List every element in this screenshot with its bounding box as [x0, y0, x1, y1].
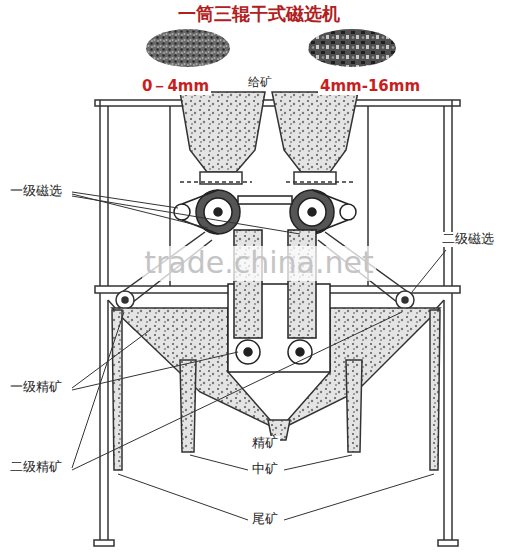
feed-hopper [200, 172, 242, 184]
magnetic-drum [238, 196, 292, 204]
concentrate-box [236, 340, 260, 364]
size-range: 4mm-16mm [318, 78, 422, 95]
conveyor-belt [396, 291, 414, 309]
machine-frame [99, 100, 101, 545]
ore-sample [308, 29, 396, 67]
machine-frame [443, 300, 445, 545]
conveyor-belt [122, 297, 128, 303]
leader-line [72, 312, 402, 470]
conveyor-belt [402, 297, 408, 303]
leader-line [72, 192, 178, 208]
leader-line [72, 352, 238, 390]
magnetic-drum [312, 190, 348, 204]
leader-line [284, 455, 352, 470]
leader-line [118, 474, 248, 520]
feed-hopper [180, 92, 358, 184]
magnetic-drum [298, 198, 326, 226]
stage-label: 二级磁选 [440, 232, 496, 247]
machine-frame [94, 540, 114, 546]
magnetic-drum [182, 190, 218, 204]
discharge-funnel [180, 360, 196, 452]
leader-line [72, 196, 300, 234]
feed-label: 给矿 [246, 76, 274, 90]
magnetic-drum [312, 220, 348, 234]
leader-line [412, 250, 446, 292]
discharge-funnel [346, 360, 362, 452]
magnetic-drum [308, 208, 316, 216]
ore-sample [146, 29, 396, 67]
leader-line [72, 192, 446, 520]
machine-frame [94, 100, 460, 546]
watermark: trade.china.net [142, 246, 376, 281]
machine-frame [438, 540, 458, 546]
leader-line [72, 330, 150, 388]
leader-line [190, 455, 248, 470]
magnetic-drum [214, 208, 222, 216]
product-label: 一级精矿 [8, 380, 64, 395]
product-label: 二级精矿 [8, 460, 64, 475]
conveyor-belt [116, 291, 134, 309]
feed-hopper [180, 92, 265, 172]
leader-line [72, 312, 124, 468]
feed-hopper [286, 181, 356, 183]
machine-frame [451, 100, 453, 545]
product-label: 精矿 [250, 436, 280, 451]
stage-label: 一级磁选 [8, 184, 64, 199]
size-range: 0－4mm [140, 78, 211, 95]
magnetic-drum [174, 190, 356, 234]
concentrate-box [296, 348, 304, 356]
leader-line [284, 474, 434, 520]
magnetic-drum [174, 204, 190, 220]
machine-frame [443, 106, 445, 290]
concentrate-box [244, 348, 252, 356]
discharge-funnel [430, 310, 440, 470]
magnetic-drum [182, 220, 218, 234]
machine-frame [107, 300, 109, 545]
ore-sample [146, 29, 230, 67]
title: 一筒三辊干式磁选机 [178, 4, 340, 25]
feed-hopper [272, 92, 358, 172]
product-label: 中矿 [250, 462, 280, 477]
magnetic-drum [340, 204, 356, 220]
feed-hopper [180, 181, 252, 183]
product-label: 尾矿 [250, 512, 280, 527]
